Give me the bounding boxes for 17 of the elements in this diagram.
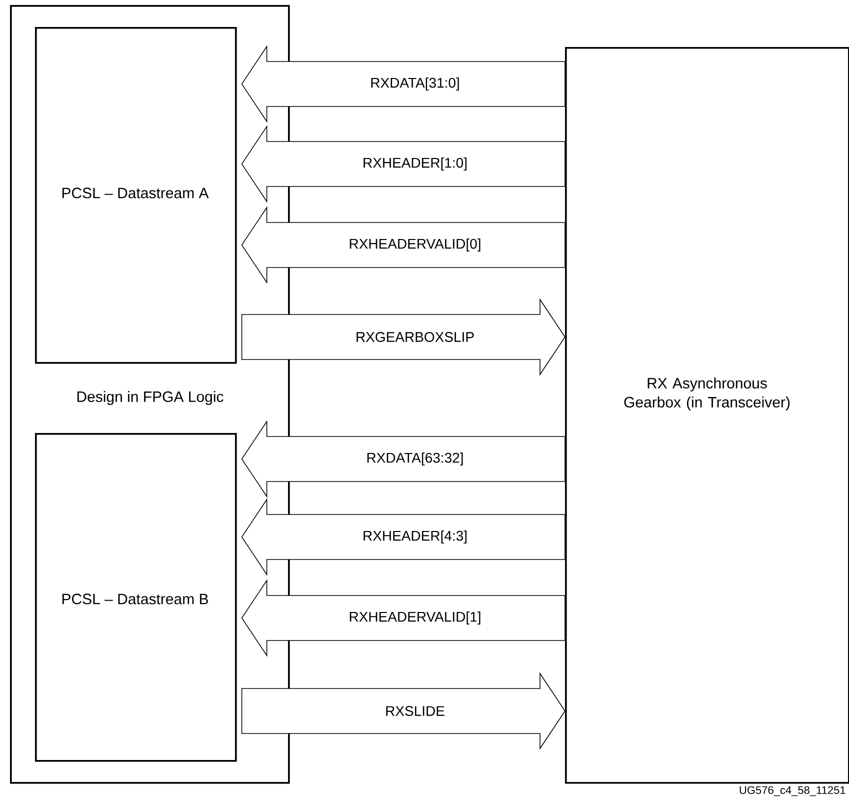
edge-label: RXHEADER[1:0] — [364, 157, 466, 171]
block-arrow — [241, 45, 566, 123]
edge-label: RXSLIDE — [386, 706, 444, 716]
edge-label: RXHEADERVALID[0] — [350, 238, 480, 252]
datastream-block: PCSL – Datastream B — [35, 433, 237, 762]
edge-label: RXDATA[63:32] — [367, 452, 463, 466]
block-arrow — [241, 125, 566, 203]
block-arrow — [241, 498, 566, 576]
block-arrow — [241, 420, 566, 498]
gearbox-block: RX Asynchronous Gearbox (in Transceiver) — [565, 47, 849, 784]
edge-label: RXHEADER[4:3] — [364, 530, 466, 544]
edge-label: RXHEADERVALID[1] — [350, 611, 480, 625]
edge-label: RXGEARBOXSLIP — [356, 332, 474, 342]
edge-label: RXDATA[31:0] — [371, 77, 459, 91]
block-arrow — [241, 672, 566, 750]
block-arrow — [241, 298, 566, 376]
datastream-block: PCSL – Datastream A — [35, 27, 237, 364]
